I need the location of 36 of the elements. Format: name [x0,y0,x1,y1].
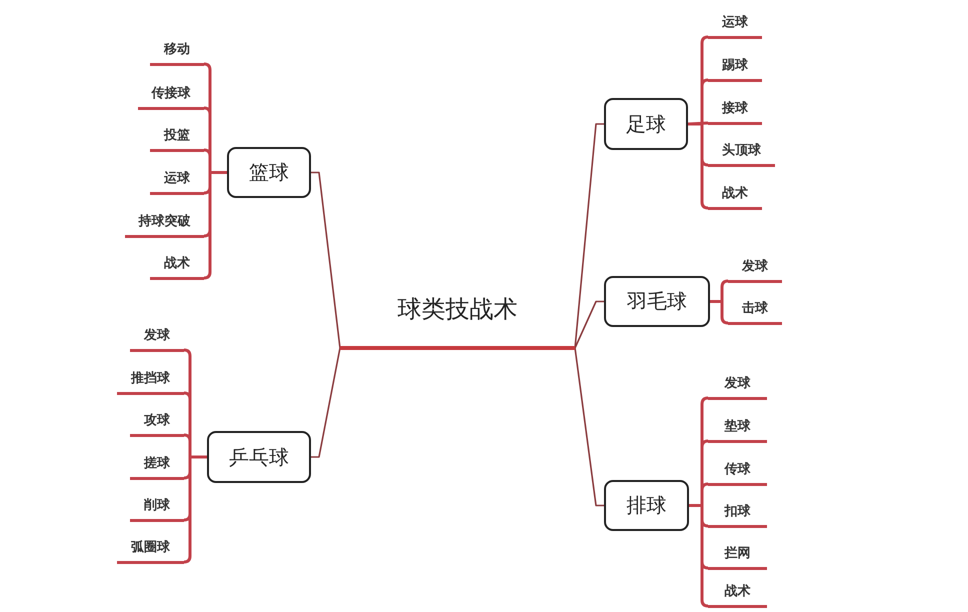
subtopic-label: 推挡球 [117,366,184,394]
subtopic-label: 击球 [728,296,782,324]
subtopic-label: 投篮 [150,124,204,152]
connector-line [311,172,341,348]
topic-box: 足球 [604,98,688,150]
subtopic-label: 削球 [130,494,184,522]
subtopic-label: 传球 [708,458,767,486]
subtopic-label: 弧圈球 [117,536,184,564]
connector-line [574,123,604,348]
central-topic: 球类技战术 [340,288,575,350]
subtopic-label: 传接球 [138,82,204,110]
subtopic-label: 攻球 [130,408,184,436]
connector-line [574,348,604,506]
topic-box: 排球 [604,480,689,531]
subtopic-label: 扣球 [708,500,767,528]
subtopic-label: 战术 [708,580,767,608]
subtopic-label: 持球突破 [125,210,204,238]
subtopic-label: 发球 [728,254,782,282]
subtopic-label: 接球 [708,96,762,124]
subtopic-label: 战术 [150,252,204,280]
subtopic-label: 拦网 [708,542,767,570]
subtopic-label: 战术 [708,182,762,210]
topic-box: 羽毛球 [604,276,710,327]
connector-line [311,348,341,458]
subtopic-label: 垫球 [708,414,767,442]
subtopic-label: 发球 [708,372,767,400]
subtopic-label: 发球 [130,324,184,352]
subtopic-label: 踢球 [708,54,762,82]
topic-box: 乒乓球 [207,431,311,483]
connector-line [574,300,604,348]
subtopic-label: 运球 [150,166,204,194]
subtopic-label: 移动 [150,38,204,66]
subtopic-label: 搓球 [130,452,184,480]
subtopic-label: 头顶球 [708,138,775,166]
topic-box: 篮球 [227,147,311,198]
subtopic-label: 运球 [708,10,762,38]
